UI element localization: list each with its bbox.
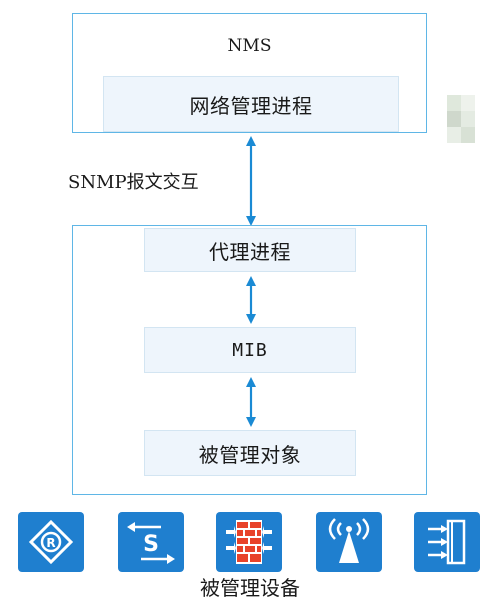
wireless-ap-icon [316,512,382,572]
snmp-exchange-arrow [246,136,256,226]
router-icon: R [18,512,84,572]
agent-process: 代理进程 [144,228,356,272]
firewall-icon [216,512,282,572]
nms-title: NMS [227,36,272,56]
agent-mib-arrow [246,276,256,324]
blurred-artifact [447,95,491,147]
managed-devices-label: 被管理设备 [200,576,300,600]
mib-object-arrow [246,377,256,427]
nms-box: NMS 网络管理进程 [72,13,427,133]
svg-text:R: R [46,536,55,550]
managed-object: 被管理对象 [144,430,356,476]
network-management-process: 网络管理进程 [103,76,399,132]
server-rack-icon [414,512,480,572]
mib: MIB [144,327,356,373]
switch-icon: S [118,512,184,572]
svg-text:S: S [143,532,159,557]
snmp-exchange-label: SNMP报文交互 [68,172,199,193]
